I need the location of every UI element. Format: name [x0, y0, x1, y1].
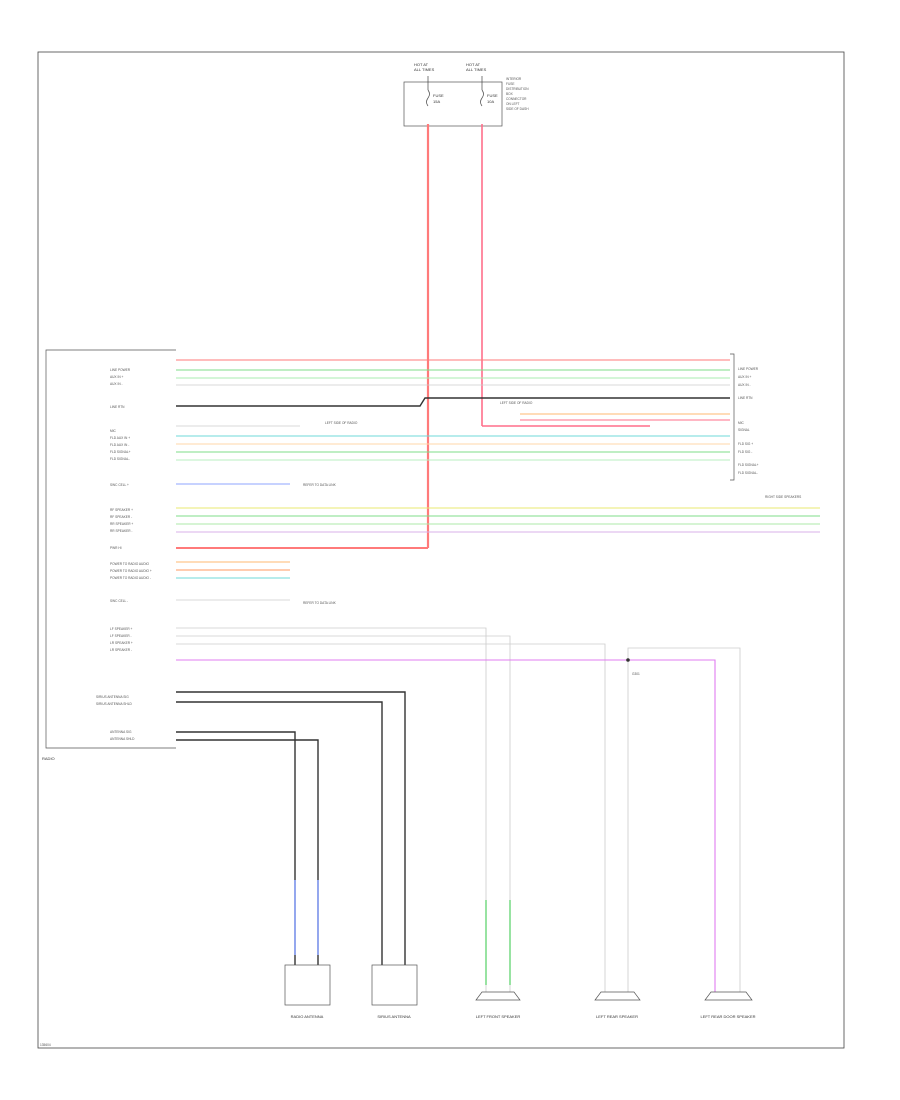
- diagram-frame: [37, 51, 845, 1049]
- right-side-speakers-label: RIGHT SIDE SPEAKERS: [765, 495, 801, 499]
- wire-sirius-sig: [176, 691, 406, 970]
- pin-left-27: LR SPEAKER +: [110, 641, 133, 645]
- pin-left-02: AUX IN +: [110, 375, 124, 379]
- wire-lf-speaker-neg: [176, 635, 511, 1000]
- pin-left-31: SIRIUS ANTENNA SIG: [96, 695, 129, 699]
- fuse-b-header-1: HOT AT: [466, 62, 481, 67]
- left-rear-speaker-icon: [594, 991, 641, 1001]
- pin-right-05: MIC: [738, 421, 745, 425]
- wire-antenna-shld: [176, 739, 319, 970]
- fuse-note-line-6: ON LEFT: [506, 102, 520, 106]
- pin-right-04: LINE RTN: [738, 396, 753, 400]
- component-radio-antenna: RADIO ANTENNA: [284, 964, 331, 1019]
- radio-antenna-box: [284, 964, 331, 1006]
- fuse-b-icon: [480, 89, 484, 107]
- pin-left-25: LF SPEAKER +: [110, 627, 133, 631]
- pin-right-08: FLD SIG -: [738, 450, 752, 454]
- fuse-b-header-2: ALL TIMES: [466, 67, 487, 72]
- wire-lr-speaker-neg: [176, 659, 716, 1000]
- pin-left-23: SWC CELL -: [110, 599, 128, 603]
- fuse-a-header-2: ALL TIMES: [414, 67, 435, 72]
- pin-left-35: ANTENNA SHLD: [110, 737, 135, 741]
- pin-left-07: MIC: [110, 429, 117, 433]
- ground-splice-dot: [626, 658, 630, 662]
- pin-left-08: FLD AUX IN +: [110, 436, 130, 440]
- pin-right-02: AUX IN +: [738, 375, 752, 379]
- pin-left-03: AUX IN -: [110, 382, 123, 386]
- pin-left-14: RF SPEAKER +: [110, 508, 133, 512]
- pin-left-32: SIRIUS ANTENNA SHLD: [96, 702, 132, 706]
- component-left-rear-speaker: LEFT REAR SPEAKER: [594, 991, 641, 1019]
- radio-pin-labels-left: LINE POWER AUX IN + AUX IN - LINE RTN MI…: [96, 368, 152, 741]
- pin-left-34: ANTENNA SIG: [110, 730, 132, 734]
- pin-right-03: AUX IN -: [738, 383, 751, 387]
- pin-left-09: FLD AUX IN -: [110, 443, 129, 447]
- fuse-a-header-1: HOT AT: [414, 62, 429, 67]
- component-left-front-speaker: LEFT FRONT SPEAKER: [475, 991, 521, 1019]
- footer-id: 135604: [40, 1043, 51, 1047]
- wire-antenna-sig: [176, 731, 296, 970]
- left-front-speaker-label: LEFT FRONT SPEAKER: [476, 1014, 521, 1019]
- left-front-speaker-icon: [475, 991, 521, 1001]
- sirius-antenna-box: [371, 964, 418, 1006]
- pin-left-11: FLD SIGNAL-: [110, 457, 130, 461]
- pin-right-10: FLD SIGNAL-: [738, 471, 758, 475]
- left-rear-door-speaker-icon: [704, 991, 753, 1001]
- wire-lf-speaker-pos: [176, 627, 487, 1000]
- left-rear-speaker-label: LEFT REAR SPEAKER: [596, 1014, 638, 1019]
- pin-right-06: SIGNAL: [738, 428, 750, 432]
- pin-left-01: LINE POWER: [110, 368, 131, 372]
- pin-left-10: FLD SIGNAL+: [110, 450, 131, 454]
- fuse-box: HOT AT ALL TIMES HOT AT ALL TIMES FUSE 1…: [403, 62, 529, 127]
- pin-left-15: RF SPEAKER -: [110, 515, 132, 519]
- pin-left-20: POWER TO RADIO AUDIO +: [110, 569, 152, 573]
- radio-pin-labels-right: LINE POWER AUX IN + AUX IN - LINE RTN MI…: [738, 367, 759, 475]
- wire-line-rtn: [176, 397, 730, 407]
- note-data-link-2: REFER TO DATA LINK: [303, 601, 337, 605]
- fuse-a-number: 15A: [433, 99, 440, 104]
- fuse-a-icon: [426, 89, 430, 107]
- wire-sirius-shld: [176, 701, 383, 970]
- radio-outline: [45, 349, 176, 749]
- fuse-note-line-5: CONNECTOR: [506, 97, 527, 101]
- fuse-note: INTERIOR FUSE DISTRIBUTION BOX CONNECTOR…: [506, 77, 529, 111]
- wire-drop-highlights: [294, 880, 511, 985]
- radio-label: RADIO: [42, 756, 55, 761]
- pin-left-18: PWR HI: [110, 546, 122, 550]
- fuse-b-label: FUSE: [487, 93, 498, 98]
- fuse-note-line-2: FUSE: [506, 82, 515, 86]
- pin-left-12: SWC CELL +: [110, 483, 129, 487]
- fuse-box-outline: [403, 81, 503, 127]
- pin-left-26: LF SPEAKER -: [110, 634, 132, 638]
- pin-left-16: RR SPEAKER +: [110, 522, 133, 526]
- sirius-antenna-label: SIRIUS ANTENNA: [377, 1014, 411, 1019]
- splice-label-1: LEFT SIDE OF RADIO: [325, 421, 358, 425]
- left-rear-door-speaker-label: LEFT REAR DOOR SPEAKER: [700, 1014, 755, 1019]
- radio-antenna-label: RADIO ANTENNA: [291, 1014, 324, 1019]
- fuse-b-number: 10A: [487, 99, 494, 104]
- pin-right-01: LINE POWER: [738, 367, 759, 371]
- fuse-note-line-1: INTERIOR: [506, 77, 522, 81]
- note-data-link-1: REFER TO DATA LINK: [303, 483, 337, 487]
- right-connector-bracket: [730, 353, 735, 481]
- pin-left-19: POWER TO RADIO AUDIO: [110, 562, 150, 566]
- fuse-note-line-7: SIDE OF DASH: [506, 107, 529, 111]
- wire-lr-speaker-pos: [176, 643, 606, 1000]
- pin-right-09: FLD SIGNAL+: [738, 463, 759, 467]
- pin-left-17: RR SPEAKER -: [110, 529, 133, 533]
- harness-wires: [176, 359, 820, 1000]
- pin-left-28: LR SPEAKER -: [110, 648, 132, 652]
- wire-lr-door-branch: [627, 647, 741, 1000]
- component-left-rear-door-speaker: LEFT REAR DOOR SPEAKER: [700, 991, 756, 1019]
- fuse-note-line-4: BOX: [506, 92, 514, 96]
- fuse-note-line-3: DISTRIBUTION: [506, 87, 529, 91]
- pin-left-21: POWER TO RADIO AUDIO -: [110, 576, 151, 580]
- pin-right-07: FLD SIG +: [738, 442, 753, 446]
- component-sirius-antenna: SIRIUS ANTENNA: [371, 964, 418, 1019]
- ground-label: G301: [632, 672, 640, 676]
- fuse-a-label: FUSE: [433, 93, 444, 98]
- splice-label-2: LEFT SIDE OF RADIO: [500, 401, 533, 405]
- pin-left-05: LINE RTN: [110, 405, 125, 409]
